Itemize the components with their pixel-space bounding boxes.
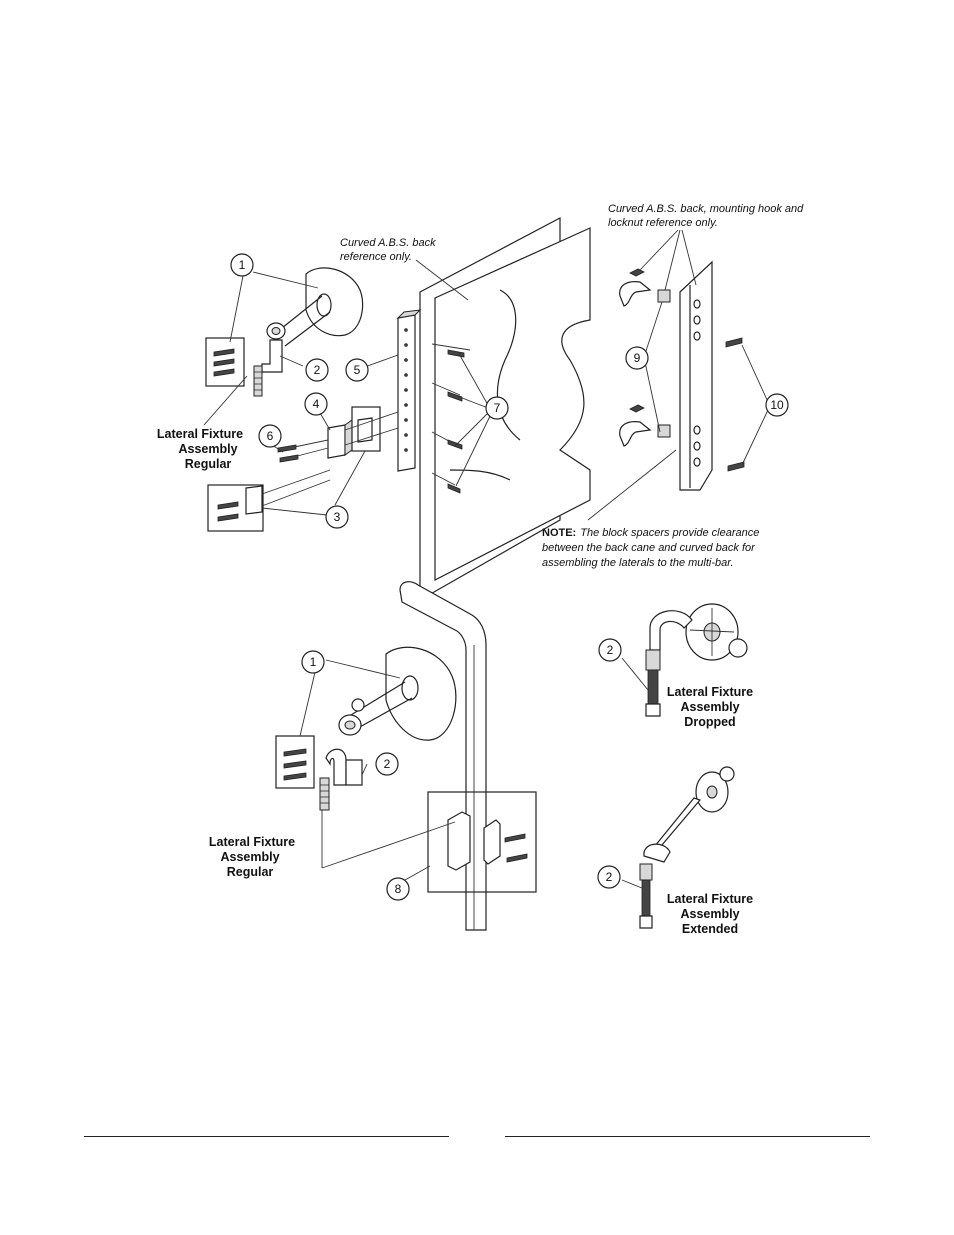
svg-text:3: 3 — [334, 510, 341, 524]
svg-text:2: 2 — [606, 870, 613, 884]
svg-text:Regular: Regular — [185, 457, 232, 471]
lateral-pad-top — [266, 267, 364, 347]
leaders-top-left — [203, 259, 492, 516]
svg-text:Extended: Extended — [682, 922, 738, 936]
callout-7: 7 — [485, 396, 509, 420]
svg-text:7: 7 — [494, 401, 501, 415]
svg-text:4: 4 — [313, 397, 320, 411]
lateral-bracket-bottom — [319, 748, 363, 811]
svg-text:reference only.: reference only. — [340, 251, 412, 263]
cane-clamp-box-8 — [321, 791, 537, 893]
svg-text:Lateral Fixture: Lateral Fixture — [667, 685, 753, 699]
back-cane — [399, 581, 487, 931]
callout-5: 5 — [345, 358, 369, 382]
label-dropped: Lateral Fixture Assembly Dropped — [667, 685, 753, 729]
svg-text:9: 9 — [634, 351, 641, 365]
callout-8: 8 — [386, 877, 410, 901]
callout-1b: 1 — [301, 650, 325, 674]
lateral-bracket-top — [253, 339, 283, 397]
callout-2c: 2 — [598, 638, 622, 662]
svg-text:Assembly: Assembly — [680, 907, 739, 921]
callout-2b: 2 — [375, 752, 399, 776]
spacer-box-lower — [207, 469, 331, 532]
svg-text:2: 2 — [384, 757, 391, 771]
svg-text:Curved A.B.S. back, mounting h: Curved A.B.S. back, mounting hook and — [608, 203, 804, 215]
callout-2d: 2 — [597, 865, 621, 889]
callout-6: 6 — [258, 424, 282, 448]
screw-box-bottom — [275, 735, 315, 789]
svg-text:1: 1 — [239, 258, 246, 272]
svg-text:Lateral Fixture: Lateral Fixture — [667, 892, 753, 906]
label-regular-top: Lateral Fixture Assembly Regular — [157, 427, 243, 471]
svg-text:Assembly: Assembly — [178, 442, 237, 456]
footer-rule-right — [505, 1136, 870, 1137]
note-abs-back: Curved A.B.S. back reference only. — [340, 237, 436, 263]
svg-text:NOTE:The block spacers provide: NOTE:The block spacers provide clearance — [542, 527, 759, 539]
svg-text:assembling the laterals to the: assembling the laterals to the multi-bar… — [542, 557, 734, 569]
callout-2a: 2 — [305, 358, 329, 382]
svg-text:8: 8 — [395, 882, 402, 896]
spacer-box-right — [344, 406, 399, 452]
leaders-top-right — [587, 229, 769, 521]
extended-assembly-part — [621, 766, 735, 929]
svg-text:Lateral Fixture: Lateral Fixture — [157, 427, 243, 441]
callout-3: 3 — [325, 505, 349, 529]
svg-text:Regular: Regular — [227, 865, 274, 879]
svg-text:1: 1 — [310, 655, 317, 669]
lateral-pad-bottom — [338, 646, 457, 741]
note-abs-hook: Curved A.B.S. back, mounting hook and lo… — [608, 203, 804, 229]
footer-rule-left — [84, 1136, 449, 1137]
hook-detail-back — [619, 260, 745, 491]
svg-text:2: 2 — [314, 363, 321, 377]
svg-text:Assembly: Assembly — [220, 850, 279, 864]
leaders-bottom-left — [299, 659, 431, 881]
dropped-assembly-part — [621, 603, 748, 717]
svg-text:6: 6 — [267, 429, 274, 443]
label-regular-bottom: Lateral Fixture Assembly Regular — [209, 835, 295, 879]
callout-10: 10 — [765, 393, 789, 417]
callout-1a: 1 — [230, 253, 254, 277]
svg-text:5: 5 — [354, 363, 361, 377]
note-block-spacers: NOTE:The block spacers provide clearance… — [542, 527, 759, 569]
label-extended: Lateral Fixture Assembly Extended — [667, 892, 753, 936]
svg-text:locknut reference only.: locknut reference only. — [608, 217, 718, 229]
spacer-block-4 — [277, 419, 353, 463]
svg-text:Curved A.B.S. back: Curved A.B.S. back — [340, 237, 436, 249]
callout-4: 4 — [304, 392, 328, 416]
multi-bar — [396, 309, 422, 472]
svg-text:2: 2 — [607, 643, 614, 657]
svg-text:Dropped: Dropped — [684, 715, 735, 729]
svg-text:Lateral Fixture: Lateral Fixture — [209, 835, 295, 849]
svg-text:Assembly: Assembly — [680, 700, 739, 714]
screw-box-top — [205, 337, 245, 387]
svg-text:10: 10 — [770, 398, 784, 412]
svg-text:between the back cane and curv: between the back cane and curved back fo… — [542, 542, 756, 554]
callout-9: 9 — [625, 346, 649, 370]
